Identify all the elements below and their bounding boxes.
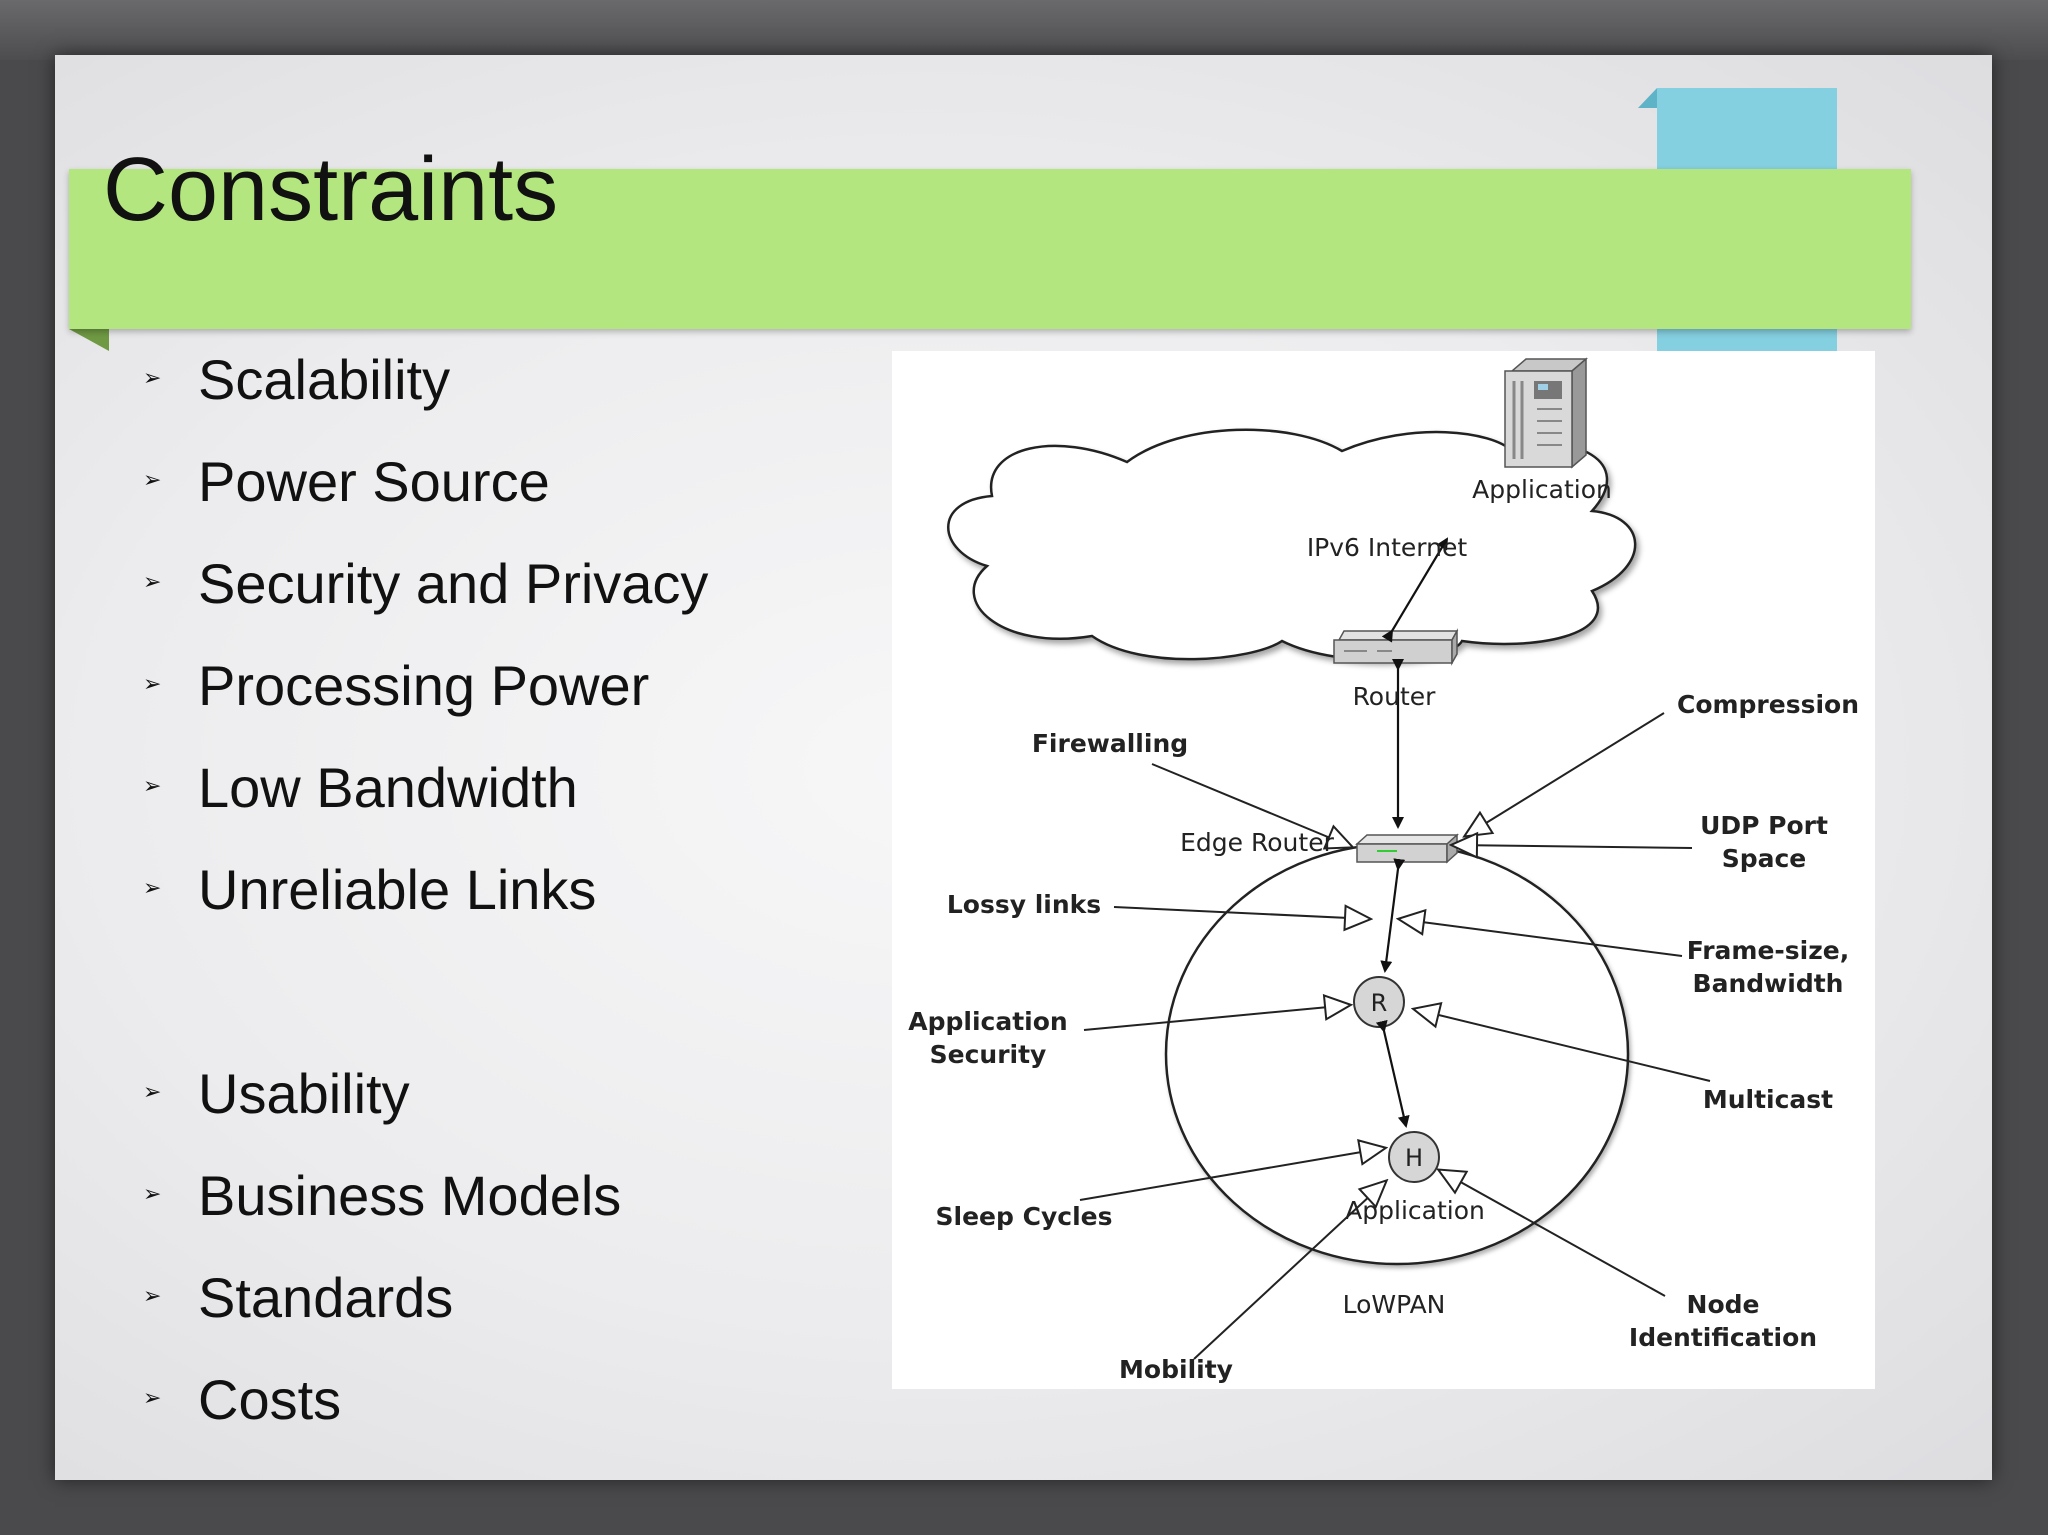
host-app-label: Application bbox=[1345, 1196, 1485, 1225]
bullet-arrow-icon: ➢ bbox=[143, 1283, 162, 1308]
node-h-label: H bbox=[1405, 1144, 1423, 1172]
lowpan-diagram: R H Application IPv6 Internet Router Edg… bbox=[892, 351, 1875, 1389]
compression-label: Compression bbox=[1677, 690, 1859, 719]
multicast-label: Multicast bbox=[1703, 1085, 1833, 1114]
host-node bbox=[1388, 1131, 1440, 1183]
edge-router-icon bbox=[1355, 833, 1459, 864]
bullet-item: ➢Scalability bbox=[143, 352, 450, 408]
window-frame bbox=[0, 0, 2048, 60]
app-security-label-1: Application bbox=[908, 1007, 1067, 1036]
router-label: Router bbox=[1353, 682, 1437, 711]
bullet-text: Power Source bbox=[198, 450, 550, 513]
connection-arrows bbox=[1375, 537, 1449, 1128]
server-icon bbox=[1504, 357, 1589, 469]
bullet-text: Standards bbox=[198, 1266, 454, 1329]
bullet-item: ➢Processing Power bbox=[143, 658, 649, 714]
bullet-arrow-icon: ➢ bbox=[143, 569, 162, 594]
bullet-item: ➢Standards bbox=[143, 1270, 453, 1326]
internet-cloud bbox=[947, 428, 1637, 662]
firewalling-label: Firewalling bbox=[1032, 729, 1188, 758]
router-icon bbox=[1333, 628, 1459, 666]
udp-label-2: Space bbox=[1722, 844, 1807, 873]
bullet-arrow-icon: ➢ bbox=[143, 1385, 162, 1410]
bullet-item: ➢Business Models bbox=[143, 1168, 621, 1224]
bullet-text: Usability bbox=[198, 1062, 410, 1125]
bullet-item: ➢Costs bbox=[143, 1372, 341, 1428]
bullet-item: ➢Security and Privacy bbox=[143, 556, 708, 612]
node-id-label-2: Identification bbox=[1629, 1323, 1817, 1352]
title-bar bbox=[69, 169, 1911, 329]
server-label: Application bbox=[1472, 475, 1612, 504]
cloud-label: IPv6 Internet bbox=[1307, 533, 1468, 562]
bullet-text: Business Models bbox=[198, 1164, 622, 1227]
bullet-arrow-icon: ➢ bbox=[143, 1079, 162, 1104]
constraint-arrows bbox=[1079, 712, 1711, 1360]
bullet-item: ➢Usability bbox=[143, 1066, 410, 1122]
bullet-text: Scalability bbox=[198, 348, 451, 411]
slide-title: Constraints bbox=[103, 140, 559, 240]
bullet-arrow-icon: ➢ bbox=[143, 671, 162, 696]
bullet-item: ➢Power Source bbox=[143, 454, 550, 510]
sleep-cycles-label: Sleep Cycles bbox=[936, 1202, 1113, 1231]
lossy-links-label: Lossy links bbox=[947, 890, 1101, 919]
lowpan-label: LoWPAN bbox=[1343, 1290, 1446, 1319]
bullet-arrow-icon: ➢ bbox=[143, 365, 162, 390]
bullet-arrow-icon: ➢ bbox=[143, 1181, 162, 1206]
udp-label-1: UDP Port bbox=[1700, 811, 1828, 840]
bullet-text: Processing Power bbox=[198, 654, 650, 717]
edge-router-label: Edge Router bbox=[1180, 828, 1334, 857]
node-id-label-1: Node bbox=[1687, 1290, 1760, 1319]
bullet-text: Security and Privacy bbox=[198, 552, 709, 615]
accent-corner bbox=[1638, 88, 1657, 108]
frame-size-label-2: Bandwidth bbox=[1693, 969, 1844, 998]
bullet-text: Low Bandwidth bbox=[198, 756, 578, 819]
bullet-arrow-icon: ➢ bbox=[143, 875, 162, 900]
app-security-label-2: Security bbox=[930, 1040, 1047, 1069]
bullet-text: Costs bbox=[198, 1368, 342, 1431]
bullet-item: ➢Unreliable Links bbox=[143, 862, 596, 918]
bullet-arrow-icon: ➢ bbox=[143, 773, 162, 798]
bullet-text: Unreliable Links bbox=[198, 858, 597, 921]
bullet-item: ➢Low Bandwidth bbox=[143, 760, 578, 816]
mobility-label: Mobility bbox=[1119, 1355, 1233, 1384]
bullet-arrow-icon: ➢ bbox=[143, 467, 162, 492]
node-r-label: R bbox=[1371, 989, 1388, 1017]
diagram-svg: R H Application IPv6 Internet Router Edg… bbox=[908, 357, 1859, 1384]
frame-size-label-1: Frame-size, bbox=[1687, 936, 1850, 965]
title-fold bbox=[69, 329, 109, 351]
